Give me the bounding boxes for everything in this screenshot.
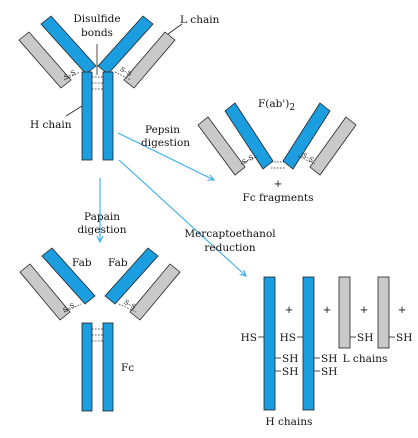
fab2-light-left bbox=[197, 116, 246, 176]
reduced-heavy-chain-2 bbox=[302, 276, 315, 411]
fab2-fragment bbox=[197, 102, 357, 176]
papain-fc bbox=[81, 322, 114, 412]
h-chain-leader-line bbox=[65, 105, 83, 117]
papain-fab-right bbox=[104, 247, 181, 321]
reduced-chains bbox=[258, 276, 395, 411]
fab-left-ss: S–S bbox=[62, 301, 77, 314]
fab2-heavy-left bbox=[224, 102, 274, 170]
pepsin-arrow bbox=[117, 132, 214, 180]
reduced-light-chain-1 bbox=[338, 276, 351, 349]
fab2-ss-right: S–S bbox=[301, 151, 316, 164]
fab2-heavy-right bbox=[282, 102, 331, 170]
fc-heavy-left bbox=[81, 322, 93, 412]
reduced-plus-3: + bbox=[360, 304, 369, 316]
fab-left-heavy bbox=[41, 247, 96, 305]
sh-label-1: SH bbox=[282, 353, 298, 365]
l-chain-label: L chain bbox=[180, 14, 220, 26]
sh-label-2: SH bbox=[282, 366, 298, 378]
reduction-label: reduction bbox=[204, 242, 255, 254]
disulfide-bond-marks bbox=[63, 71, 132, 90]
papain-fab-left bbox=[19, 247, 96, 321]
heavy-chain-left-stem bbox=[81, 71, 93, 161]
fab-left-light bbox=[19, 263, 71, 321]
papain-digestion-label: digestion bbox=[77, 224, 126, 236]
fab-left-label: Fab bbox=[72, 257, 92, 269]
sh-label-4: SH bbox=[321, 366, 337, 378]
hs-label-1: HS bbox=[241, 332, 257, 344]
light-chain-right bbox=[123, 31, 176, 89]
reduced-plus-2: + bbox=[323, 304, 332, 316]
disulfide-label: Disulfide bbox=[73, 13, 120, 25]
reduced-plus-4: + bbox=[398, 304, 407, 316]
light-chain-left bbox=[18, 31, 72, 89]
fab2-ss-left: S–S bbox=[241, 153, 256, 166]
fab2-plus: + bbox=[274, 178, 283, 190]
papain-label: Papain bbox=[84, 211, 120, 223]
fc-label: Fc bbox=[121, 362, 134, 374]
fc-fragments-label: Fc fragments bbox=[243, 192, 314, 204]
reduced-heavy-chain-1 bbox=[263, 276, 276, 411]
fc-heavy-right bbox=[102, 322, 114, 412]
h-chain-label: H chain bbox=[30, 119, 72, 131]
h-chains-label: H chains bbox=[266, 416, 313, 428]
fab-right-label: Fab bbox=[108, 257, 128, 269]
fab-right-heavy bbox=[104, 247, 159, 305]
mercaptoethanol-arrow bbox=[118, 159, 246, 276]
reduced-light-chain-2 bbox=[377, 276, 390, 349]
reduced-plus-1: + bbox=[285, 304, 294, 316]
heavy-chain-right-stem bbox=[102, 71, 114, 161]
bonds-label: bonds bbox=[81, 27, 113, 39]
sh-label-5: SH bbox=[357, 332, 373, 344]
sh-label-6: SH bbox=[396, 332, 412, 344]
mercaptoethanol-label: Mercaptoethanol bbox=[184, 228, 276, 240]
l-chains-label: L chains bbox=[343, 353, 388, 365]
fab2-label: F(ab')2 bbox=[258, 98, 295, 113]
heavy-chain-left-arm bbox=[40, 15, 97, 75]
l-chain-leader-line bbox=[167, 23, 183, 35]
pepsin-label: Pepsin bbox=[145, 124, 180, 136]
fab-right-light bbox=[129, 263, 181, 321]
ss-label-left: S–S bbox=[63, 68, 78, 81]
sh-label-3: SH bbox=[321, 353, 337, 365]
fab2-light-right bbox=[309, 116, 357, 176]
hs-label-2: HS bbox=[280, 332, 296, 344]
pepsin-digestion-label: digestion bbox=[141, 137, 190, 149]
